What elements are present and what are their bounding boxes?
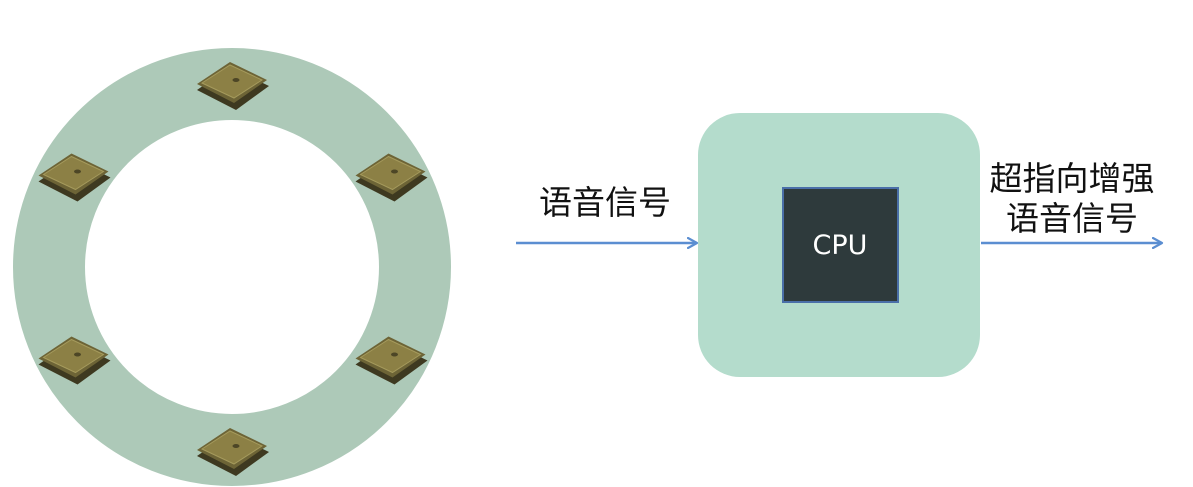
output-signal-label-line2: 语音信号: [1006, 199, 1138, 238]
cpu-chip: [782, 187, 899, 303]
mems-microphone-icon: [197, 428, 269, 476]
mems-microphone-icon: [38, 153, 111, 202]
mems-microphone-icon: [38, 336, 111, 385]
microphone-array: [13, 48, 451, 486]
mems-microphone-icon: [355, 336, 428, 385]
mems-microphone-icon: [197, 62, 269, 110]
mems-microphone-icon: [355, 153, 428, 202]
mic-array-ring: [13, 48, 451, 486]
output-signal-label-line1: 超指向增强: [990, 159, 1155, 198]
cpu-label: CPU: [813, 230, 868, 261]
input-signal-label: 语音信号: [539, 183, 671, 222]
